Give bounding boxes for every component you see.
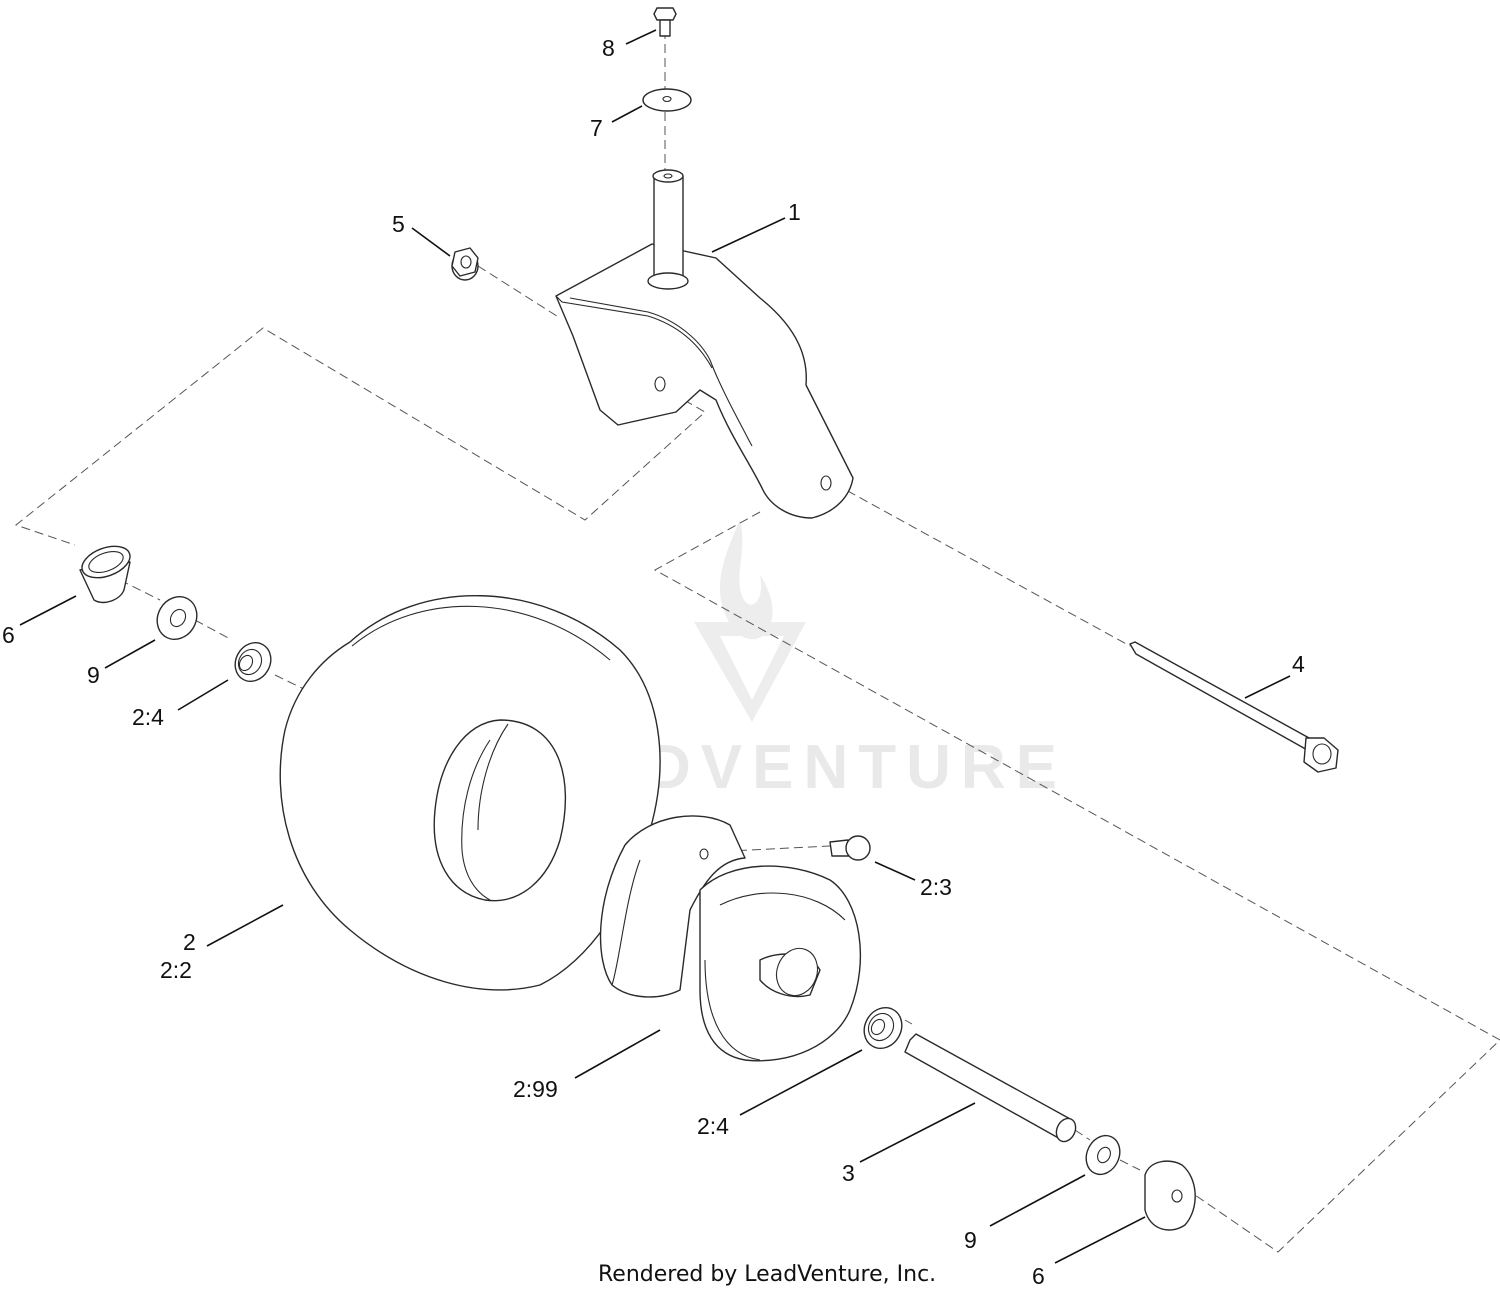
callout-9-upper: 9 bbox=[87, 662, 100, 688]
watermark-logo bbox=[694, 520, 806, 722]
part-2-99-rim bbox=[599, 815, 862, 1062]
part-3-axle-tube bbox=[904, 1033, 1077, 1143]
footer-credit: Rendered by LeadVenture, Inc. bbox=[598, 1262, 936, 1287]
callout-3: 3 bbox=[842, 1160, 855, 1186]
part-1-fork-bracket bbox=[555, 169, 854, 519]
part-7-washer bbox=[642, 88, 692, 112]
callout-7: 7 bbox=[590, 115, 603, 141]
part-6-spacer-upper bbox=[79, 545, 131, 604]
leader-lines bbox=[19, 29, 1291, 1264]
part-6-spacer-lower bbox=[1144, 1160, 1196, 1231]
callout-1: 1 bbox=[788, 199, 801, 225]
callout-8: 8 bbox=[602, 35, 615, 61]
assembly-dashed-lines bbox=[14, 30, 1500, 1253]
part-2-3-valve-stem bbox=[829, 835, 871, 861]
part-2-tire bbox=[279, 595, 661, 991]
part-9-washer-upper bbox=[156, 596, 198, 640]
callout-9-lower: 9 bbox=[964, 1227, 977, 1253]
callout-2-4-upper: 2:4 bbox=[132, 704, 164, 730]
part-9-washer-lower bbox=[1085, 1134, 1121, 1176]
callout-2-3: 2:3 bbox=[920, 874, 952, 900]
callout-6-upper: 6 bbox=[2, 622, 15, 648]
callout-2-2: 2:2 bbox=[160, 957, 192, 983]
callout-6-lower: 6 bbox=[1032, 1263, 1045, 1289]
callout-2: 2 bbox=[183, 929, 196, 955]
callout-2-99: 2:99 bbox=[513, 1076, 558, 1102]
part-2-4-bearing-upper bbox=[234, 642, 272, 682]
callout-4: 4 bbox=[1292, 651, 1305, 677]
part-8-bolt bbox=[653, 7, 677, 37]
part-5-flange-nut bbox=[451, 247, 479, 281]
part-2-4-bearing-lower bbox=[863, 1007, 903, 1049]
part-4-long-bolt bbox=[1129, 641, 1339, 773]
callout-labels: 8 7 1 5 6 9 2:4 4 2:3 2 2:2 2:99 2:4 3 9… bbox=[2, 35, 1305, 1289]
callout-5: 5 bbox=[392, 211, 405, 237]
callout-2-4-lower: 2:4 bbox=[697, 1113, 729, 1139]
